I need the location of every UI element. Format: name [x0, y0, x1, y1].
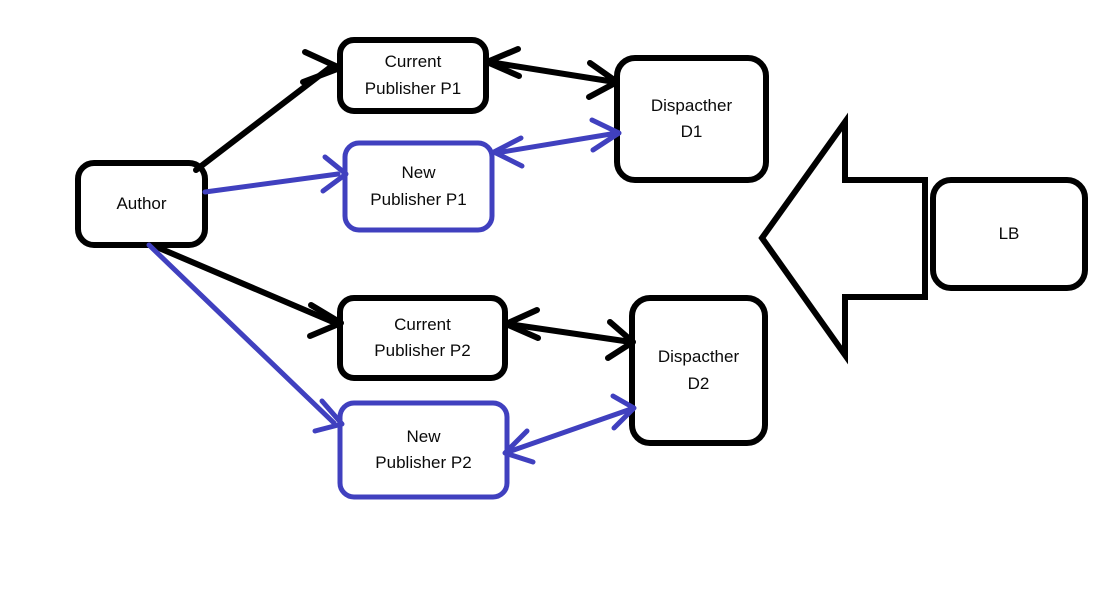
edge-author-to-new-publisher-p1[interactable] — [202, 154, 349, 195]
lb-to-dispatchers-block-arrow — [758, 112, 928, 365]
arrowhead-icon — [300, 49, 343, 85]
arrowhead-icon — [307, 302, 344, 339]
arrowhead-icon — [610, 393, 637, 431]
current-publisher-p2-box[interactable] — [337, 295, 508, 381]
edge-author-to-current-publisher-p2[interactable] — [149, 242, 344, 339]
node-boxes — [75, 37, 1088, 500]
current-publisher-p1-box[interactable] — [337, 37, 489, 114]
edge-author-to-new-publisher-p2[interactable] — [146, 242, 345, 434]
lb-box[interactable] — [930, 177, 1088, 291]
arrowhead-icon — [320, 154, 349, 194]
arrowhead-icon — [312, 398, 345, 434]
new-publisher-p2-box[interactable] — [337, 400, 510, 500]
arrowhead-icon — [589, 117, 622, 153]
edge-current-publisher-p2-to-dispatcher-d2[interactable] — [503, 307, 636, 361]
edge-new-publisher-p1-to-dispatcher-d1[interactable] — [491, 117, 622, 169]
dispatcher-d1-box[interactable] — [614, 55, 769, 183]
arrowhead-icon — [586, 60, 620, 100]
edge-new-publisher-p2-to-dispatcher-d2[interactable] — [502, 393, 637, 465]
arrowhead-icon — [503, 307, 541, 341]
arrowhead-icon — [502, 428, 536, 465]
edge-current-publisher-p1-to-dispatcher-d1[interactable] — [484, 46, 620, 100]
edge-author-to-current-publisher-p1[interactable] — [193, 49, 343, 173]
arrowhead-icon — [491, 135, 525, 169]
arrowhead-icon — [605, 319, 636, 361]
arrowhead-icon — [484, 46, 522, 79]
new-publisher-p1-box[interactable] — [342, 140, 495, 233]
author-box[interactable] — [75, 160, 208, 248]
dispatcher-d2-box[interactable] — [629, 295, 768, 446]
